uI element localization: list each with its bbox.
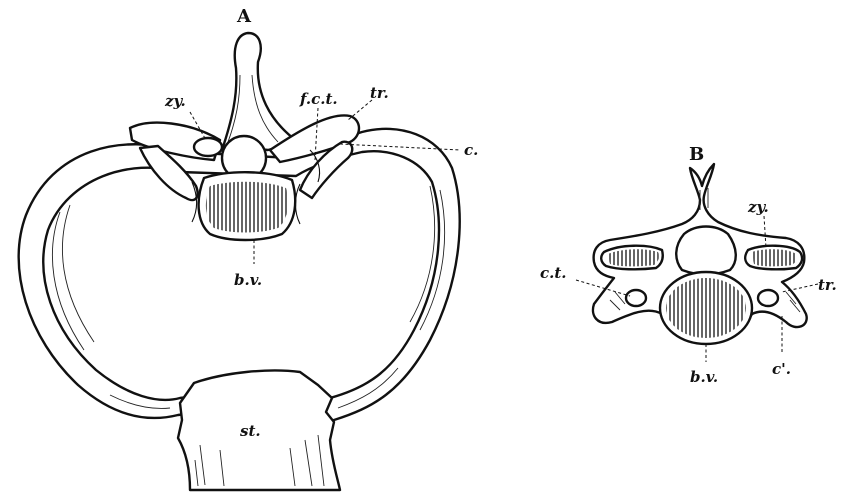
- zygapophysis-a: [192, 136, 224, 158]
- label-tr-a: tr.: [370, 84, 389, 102]
- zygapophysis-b-right-hatch: [752, 249, 797, 267]
- figure-b: B zy. c.t. tr. b.v. c'.: [540, 144, 837, 386]
- rib-ring: [17, 127, 461, 464]
- leader-c-a: [339, 143, 461, 151]
- figure-a: A zy. f.c.t. tr. c. b.v. st.: [17, 6, 478, 492]
- figure-a-letter: A: [236, 6, 252, 27]
- costotransverse-facet: [309, 149, 321, 183]
- rib-shading-left: [52, 204, 171, 409]
- zygapophysis-b-left-hatch: [608, 249, 659, 267]
- transverse-process-right: [268, 114, 361, 164]
- spine-shading: [227, 74, 279, 143]
- figure-b-letter: B: [689, 144, 704, 165]
- label-zy-a: zy.: [164, 92, 186, 110]
- cervical-shading: [609, 188, 801, 313]
- rib-head-right: [298, 140, 354, 200]
- label-tr-b: tr.: [818, 276, 837, 294]
- label-bv-b: b.v.: [690, 368, 718, 386]
- label-fct-a: f.c.t.: [299, 90, 338, 108]
- rib-shading-right: [337, 185, 446, 409]
- neural-canal-b: [675, 225, 737, 276]
- costotransverse-foramen-left: [624, 288, 648, 308]
- leader-ct-b: [575, 279, 631, 297]
- label-bv-a: b.v.: [234, 271, 262, 289]
- label-st-a: st.: [240, 422, 261, 440]
- vertebral-body-b-hatch: [666, 278, 746, 338]
- costotransverse-foramen-right: [756, 288, 780, 308]
- sternum: [176, 369, 342, 492]
- sternum-shading: [194, 434, 325, 487]
- label-cprime-b: c'.: [772, 360, 791, 378]
- label-c-a: c.: [464, 141, 478, 159]
- centrum-facet-left: [191, 181, 198, 223]
- neural-spine: [220, 31, 300, 152]
- leader-tr-b: [781, 283, 819, 293]
- label-zy-b: zy.: [747, 198, 769, 216]
- centrum-facet-right: [294, 183, 301, 225]
- vertebral-body-a-hatch: [205, 181, 288, 233]
- label-ct-b: c.t.: [540, 264, 567, 282]
